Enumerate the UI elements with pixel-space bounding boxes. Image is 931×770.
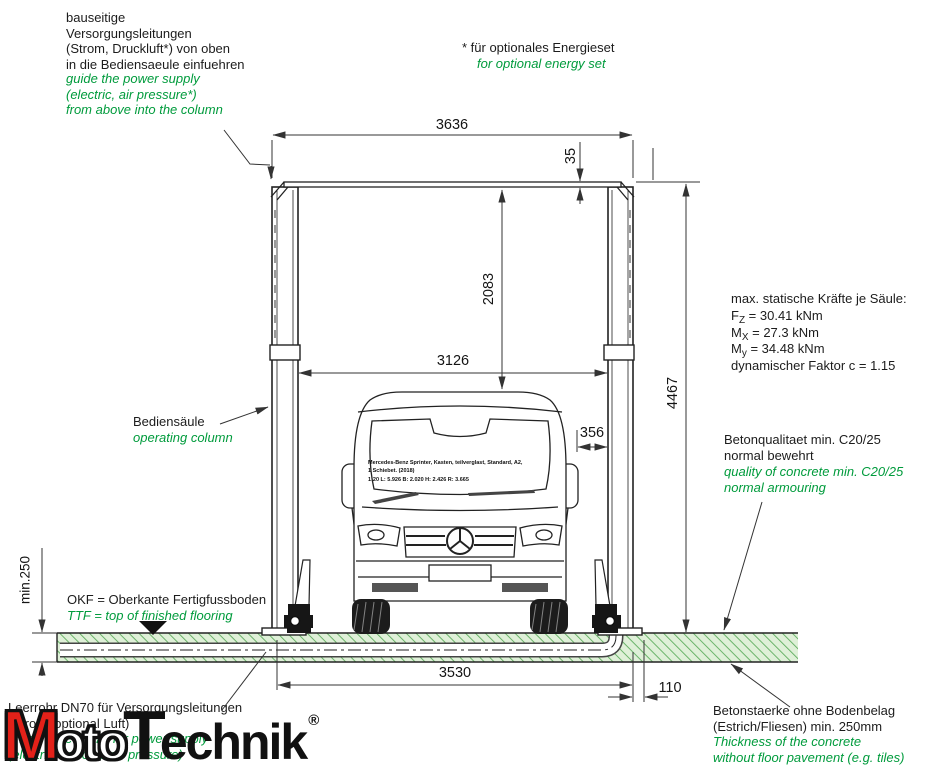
column-label-de: Bediensäule [133,414,205,429]
dim-total-height: 4467 [665,376,681,410]
force-mx: MX = 27.3 kNm [731,325,819,343]
license-plate [428,564,492,582]
logo-letter-m: M [1,696,62,770]
force-fz-symbol: F [731,308,739,323]
right-wiper [468,490,535,496]
right-headlight [519,523,563,547]
concrete-thickness-de: Betonstaerke ohne Bodenbelag (Estrich/Fl… [713,703,896,734]
force-my-symbol: M [731,341,742,356]
concrete-thickness-en: Thickness of the concrete without floor … [713,734,905,765]
dim-offset: 110 [658,680,682,696]
force-my: My = 34.48 kNm [731,341,825,359]
left-wiper [372,492,419,504]
dynamic-factor: dynamischer Faktor c = 1.15 [731,358,896,373]
conduit-centerline [60,633,617,651]
dim-mirror-clearance: 356 [579,425,605,441]
forces-title: max. statische Kräfte je Säule: [731,291,907,306]
logo-oto: oto [53,714,129,770]
force-fz-sub: Z [738,315,746,326]
floor-level-de: OKF = Oberkante Fertigfussboden [67,592,267,607]
supply-note-de: bauseitige Versorgungsleitungen (Strom, … [66,10,245,72]
van-front-view [341,391,579,634]
concrete-floor [56,632,798,663]
conduit-note-en: empty tube DN70 for power supply (electr… [8,731,209,762]
dim-anchor-span: 3530 [438,665,472,681]
force-mx-symbol: M [731,325,742,340]
concrete-quality-de: Betonqualitaet min. C20/25 normal bewehr… [724,432,881,463]
left-wheel [352,599,390,634]
right-wheel [530,599,568,634]
dim-overall-width: 3636 [435,117,469,133]
dim-clear-height: 2083 [481,272,497,306]
leader-lines [139,129,791,711]
concrete-quality-en: quality of concrete min. C20/25 normal a… [724,464,904,495]
supply-note-en: guide the power supply (electric, air pr… [66,71,223,117]
energy-note-en: for optional energy set [477,56,606,71]
force-mx-value: = 27.3 kNm [748,325,819,340]
column-label-en: operating column [133,430,233,445]
force-mx-sub: X [741,332,749,343]
left-column-cap [269,344,301,361]
force-fz-value: = 30.41 kNm [745,308,823,323]
logo-echnik: echnik [159,714,308,770]
registered-trademark-icon: ® [308,712,319,729]
floor-level-en: TTF = top of finished flooring [67,608,233,623]
windshield [369,418,551,496]
dim-min-floor-thickness: min.250 [17,555,33,605]
dim-inner-width: 3126 [436,353,470,369]
crossbar [270,181,635,201]
vehicle-spec-text: Mercedes-Benz Sprinter, Kasten, teilverg… [368,460,523,483]
conduit-note-de: Leerrohr DN70 für Versorgungsleitungen (… [8,700,243,731]
force-my-sub: y [741,348,747,359]
force-my-value: = 34.48 kNm [746,341,825,356]
logo-letter-t: T [123,696,166,770]
left-column [271,186,299,634]
left-headlight [357,523,401,547]
force-fz: FZ = 30.41 kNm [731,308,823,326]
lift-carriages [284,559,621,633]
floor-level-marker [139,621,167,635]
energy-note-de: * für optionales Energieset [462,40,615,55]
dim-beam-height: 35 [563,147,579,165]
right-column-cap [603,344,635,361]
